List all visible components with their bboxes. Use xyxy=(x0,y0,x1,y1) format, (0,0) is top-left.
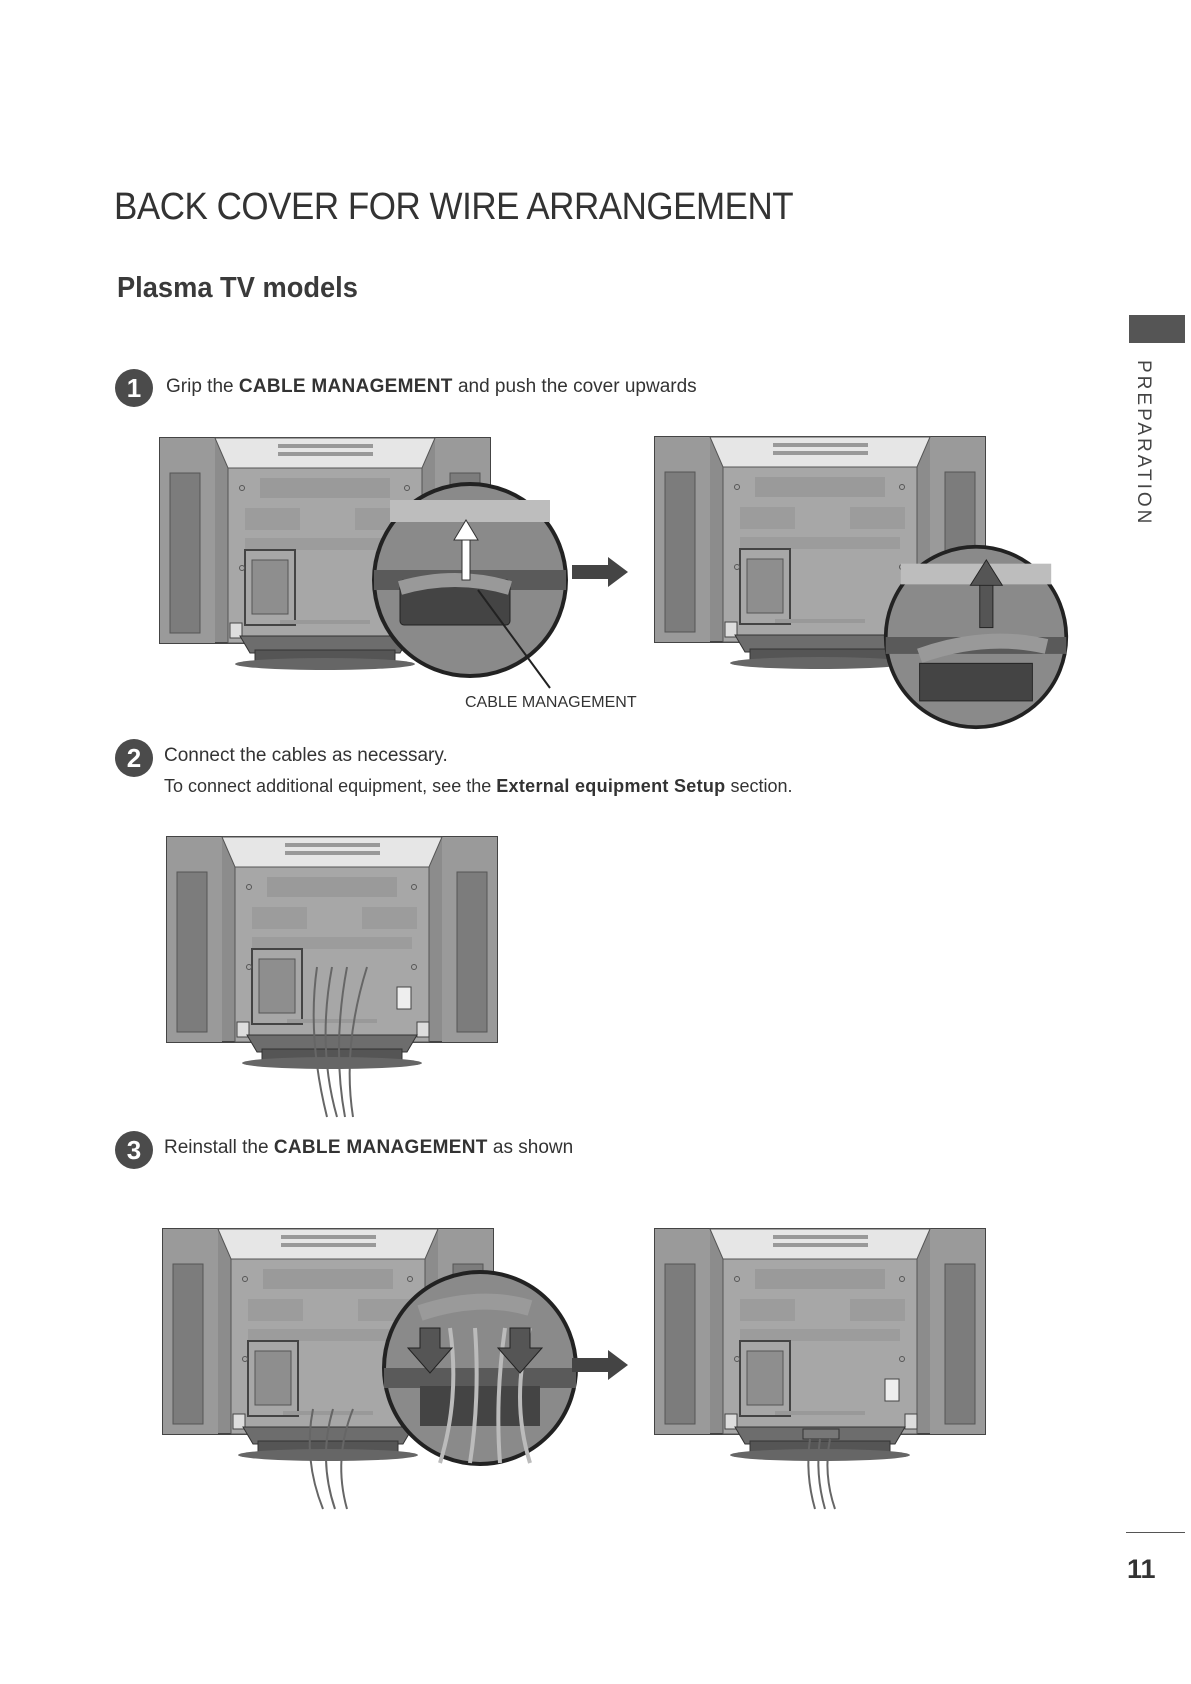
step-1-text-pre: Grip the xyxy=(166,376,239,397)
step-2-line2-post: section. xyxy=(725,776,792,796)
step-3-figure-after xyxy=(655,1229,985,1509)
step-1-number: 1 xyxy=(115,369,153,407)
step-1-arrow-right-icon xyxy=(572,557,628,587)
side-tab-label: PREPARATION xyxy=(1132,360,1154,526)
step-2-line2-bold: External equipment Setup xyxy=(496,776,725,796)
step-3-arrow-right-icon xyxy=(572,1350,628,1380)
step-2-line1: Connect the cables as necessary. xyxy=(164,745,448,767)
step-1-text-post: and push the cover upwards xyxy=(453,376,697,397)
step-2-figure xyxy=(167,837,497,1117)
step-3-text: Reinstall the CABLE MANAGEMENT as shown xyxy=(164,1137,573,1159)
step-3-text-post: as shown xyxy=(488,1137,574,1158)
step-3-number: 3 xyxy=(115,1131,153,1169)
footer-rule xyxy=(1126,1532,1185,1533)
step-1-text-bold: CABLE MANAGEMENT xyxy=(239,376,453,397)
step-2-line2-pre: To connect additional equipment, see the xyxy=(164,776,496,796)
section-subtitle: Plasma TV models xyxy=(117,272,358,305)
step-1-text: Grip the CABLE MANAGEMENT and push the c… xyxy=(166,376,697,398)
step-3-text-pre: Reinstall the xyxy=(164,1137,274,1158)
page-title: BACK COVER FOR WIRE ARRANGEMENT xyxy=(114,186,793,229)
step-3-zoom-inset xyxy=(380,1268,580,1468)
step-3-text-bold: CABLE MANAGEMENT xyxy=(274,1137,488,1158)
side-tab-marker xyxy=(1129,315,1185,343)
cable-management-callout: CABLE MANAGEMENT xyxy=(465,694,637,712)
callout-leader-line xyxy=(478,590,558,690)
step-1-zoom-inset-after xyxy=(882,543,1070,731)
page-number: 11 xyxy=(1127,1554,1156,1585)
step-2-number: 2 xyxy=(115,739,153,777)
step-2-line2: To connect additional equipment, see the… xyxy=(164,776,793,797)
